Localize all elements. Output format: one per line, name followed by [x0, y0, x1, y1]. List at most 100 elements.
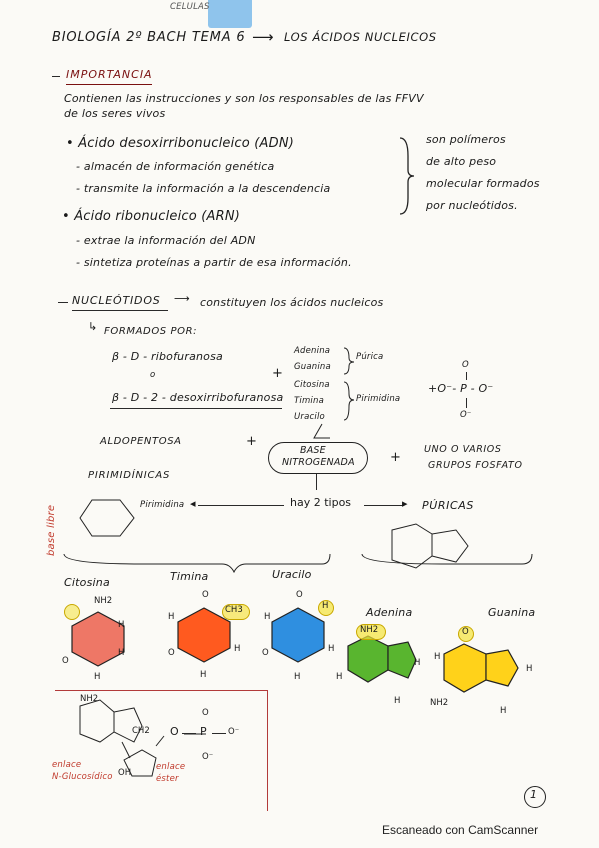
side-note-4: por nucleótidos. [426, 199, 518, 212]
top-cut-text: CELULAS [170, 2, 210, 12]
grupos-line-2: GRUPOS FOSFATO [428, 460, 523, 471]
pyrimidine-skeleton [79, 499, 135, 537]
phosphate-formula: +O⁻- P - O⁻ [428, 382, 494, 395]
bases-bracket [63, 553, 533, 574]
phosphate-bottom-o: O⁻ [460, 410, 472, 420]
adn-title-text: Ácido desoxirribonucleico (ADN) [78, 136, 295, 151]
structure-p-o-top: O [202, 708, 209, 718]
citosina-h1: H [118, 620, 125, 630]
base-guanina: Guanina [294, 362, 331, 372]
nucleotide-structure [79, 699, 206, 777]
citosina-ring [71, 611, 125, 667]
guanina-h3: H [500, 706, 507, 716]
arn-title-text: Ácido ribonucleico (ARN) [74, 209, 241, 224]
phosphate-bond-down [466, 398, 467, 408]
uracilo-h3: H [328, 644, 335, 654]
enlace-n-line-1: enlace [52, 760, 82, 770]
nucleotidos-underline [72, 310, 168, 311]
structure-o-minus: O⁻ [228, 727, 240, 737]
structure-ch2: CH2 [132, 726, 150, 736]
base-nitrogenada-box [268, 442, 368, 474]
adn-title: • Ácido desoxirribonucleico (ADN) [66, 136, 295, 151]
sugar-deoxyribose: β - D - 2 - desoxirribofuranosa [112, 391, 284, 404]
scanner-watermark: Escaneado con CamScanner [382, 823, 539, 837]
phosphate-double-bond [466, 372, 467, 380]
enlace-e-line-2: éster [156, 774, 179, 784]
adenina-h2: H [336, 672, 343, 682]
adn-item-2-text: transmite la información a la descendenc… [83, 182, 331, 195]
timina-name: Timina [170, 570, 209, 583]
uracilo-h4: H [294, 672, 301, 682]
sugar-or: o [150, 370, 156, 380]
arn-item-1: - extrae la información del ADN [76, 234, 256, 247]
nucleotide-box [55, 690, 268, 811]
plus-2: + [246, 434, 257, 449]
arn-item-2-text: sintetiza proteínas a partir de esa info… [83, 256, 352, 269]
base-box-line-1: BASE [300, 445, 326, 456]
adenina-ring [347, 635, 417, 683]
guanina-o: O [462, 627, 469, 637]
right-arrow-line [364, 505, 404, 506]
sugar-underline [110, 408, 282, 409]
red-side-note: base libre [46, 504, 57, 556]
page-topic: LOS ÁCIDOS NUCLEICOS [284, 30, 437, 44]
right-arrow-head: ▸ [402, 497, 408, 510]
adenina-h3: H [394, 696, 401, 706]
side-note-2: de alto peso [426, 155, 497, 168]
base-adenina: Adenina [294, 346, 331, 356]
page-title: BIOLOGÍA 2º BACH TEMA 6 [52, 30, 246, 45]
left-arrow-head: ◂ [190, 497, 196, 510]
arn-title: • Ácido ribonucleico (ARN) [62, 209, 241, 224]
structure-o: O [170, 725, 179, 738]
timina-ch3: CH3 [225, 605, 243, 615]
base-timina: Timina [294, 396, 324, 406]
adenina-h1: H [414, 658, 421, 668]
guanina-name: Guanina [488, 606, 536, 619]
uracilo-name: Uracilo [272, 568, 312, 581]
timina-h1: H [168, 612, 175, 622]
uracilo-h-highlight [318, 600, 334, 616]
adn-item-1: - almacén de información genética [76, 160, 275, 173]
arn-item-2: - sintetiza proteínas a partir de esa in… [76, 256, 352, 269]
guanina-h1: H [434, 652, 441, 662]
dash-marker [52, 76, 60, 77]
side-note-1: son polímeros [426, 133, 506, 146]
guanina-h2: H [526, 664, 533, 674]
structure-nh2: NH2 [80, 694, 99, 704]
intro-line-2: de los seres vivos [64, 107, 166, 120]
plus-1: + [272, 366, 283, 381]
nucleotidos-desc: constituyen los ácidos nucleicos [200, 296, 384, 309]
citosina-h2: H [118, 648, 125, 658]
importancia-heading: IMPORTANCIA [66, 68, 153, 81]
uracilo-o-bottom: O [262, 648, 269, 658]
base-box-line-2: NITROGENADA [282, 457, 355, 468]
bases-braces [343, 347, 355, 421]
title-arrow: ⟶ [252, 28, 274, 46]
citosina-highlight [64, 604, 80, 620]
adenina-nh2-highlight [356, 624, 386, 640]
plus-3: + [390, 450, 401, 465]
timina-h3: H [200, 670, 207, 680]
hay-tipos: hay 2 tipos [290, 496, 352, 509]
structure-bond-2 [212, 733, 226, 734]
enlace-e-line-1: enlace [156, 762, 186, 772]
left-arrow-line [198, 505, 284, 506]
nucleotidos-arrow: ⟶ [174, 292, 190, 305]
structure-oh: OH [118, 768, 132, 778]
uracilo-h2: H [264, 612, 271, 622]
page-number-circle [524, 786, 546, 808]
grupos-line-1: UNO O VARIOS [424, 444, 502, 455]
dash-marker-2 [58, 302, 68, 303]
adn-item-1-text: almacén de información genética [83, 160, 275, 173]
side-note-3: molecular formados [426, 177, 540, 190]
blue-tab-marker [208, 0, 252, 28]
structure-p: P [200, 725, 207, 738]
structure-bond [182, 733, 196, 734]
guanina-ring [443, 643, 519, 693]
heading-underline [66, 84, 152, 85]
base-citosina: Citosina [294, 380, 330, 390]
pirimidinicas-heading: PIRIMIDÍNICAS [88, 470, 171, 481]
down-arrow-line [316, 474, 317, 490]
guanina-o-highlight [458, 626, 474, 642]
adenina-nh2: NH2 [360, 625, 379, 635]
